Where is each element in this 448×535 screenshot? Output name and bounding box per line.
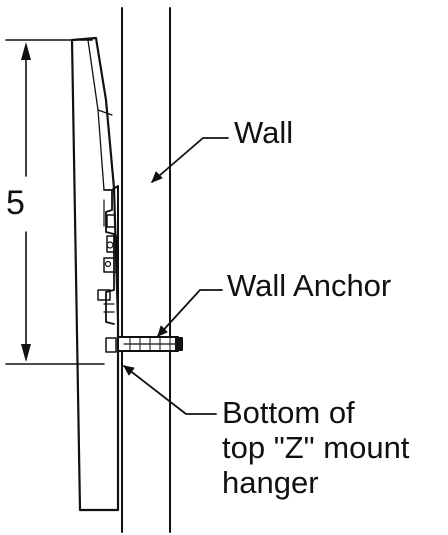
wall-anchor-label: Wall Anchor xyxy=(227,268,392,303)
bottom-label-line-1: Bottom of xyxy=(222,395,355,430)
wall-label: Wall xyxy=(234,115,294,150)
bottom-leader xyxy=(123,365,217,415)
dimension-label: 5 xyxy=(6,184,25,222)
tv-panel xyxy=(70,36,120,512)
z-hanger xyxy=(97,185,119,353)
wall-anchor-leader xyxy=(157,289,223,337)
dimension-line xyxy=(5,39,105,365)
wall-lines xyxy=(121,7,171,533)
wall-anchor-bolt xyxy=(117,336,183,352)
wall-leader xyxy=(151,137,229,183)
bottom-label-line-2: top "Z" mount xyxy=(222,430,410,465)
bottom-label-line-3: hanger xyxy=(222,465,319,500)
bottom-hanger-label: Bottom of top "Z" mount hanger xyxy=(222,395,409,500)
